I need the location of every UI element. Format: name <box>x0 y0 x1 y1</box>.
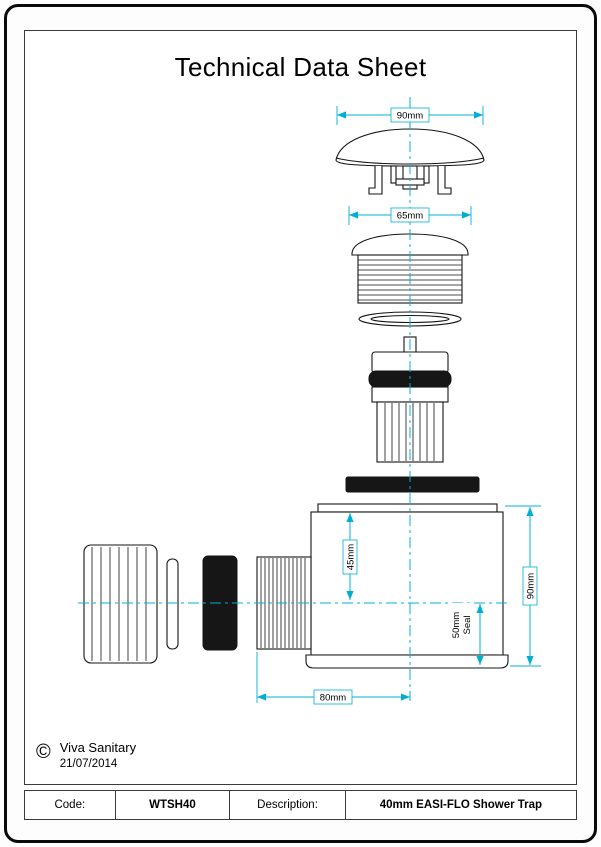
page-title: Technical Data Sheet <box>174 52 427 82</box>
trap-body <box>256 503 509 669</box>
dim-seal-depth: 50mm Seal <box>449 603 484 665</box>
dim-label-outlet-length: 80mm <box>320 693 346 704</box>
footer: © Viva Sanitary 21/07/2014 <box>36 740 136 770</box>
spec-description-value: 40mm EASI-FLO Shower Trap <box>379 799 543 811</box>
cap-fixing-legs <box>368 165 452 195</box>
dim-cap-width: 90mm <box>336 106 484 125</box>
page-outer-border <box>4 4 597 843</box>
dim-flange-width: 65mm <box>348 206 472 225</box>
dim-label-cap-width: 90mm <box>397 111 423 122</box>
compression-nut <box>83 544 158 664</box>
copyright-symbol: © <box>36 741 51 763</box>
spec-code-value: WTSH40 <box>116 791 231 819</box>
dim-body-height: 90mm <box>505 505 541 667</box>
outlet-flat-washer <box>166 558 179 650</box>
dim-label-body-height: 90mm <box>526 573 537 599</box>
spec-table: Code: WTSH40 Description: 40mm EASI-FLO … <box>24 790 577 820</box>
dim-label-flange-width: 65mm <box>397 211 423 222</box>
footer-text: Viva Sanitary 21/07/2014 <box>60 740 136 770</box>
company-name: Viva Sanitary <box>59 740 137 755</box>
spec-description-label: Description: <box>230 791 346 819</box>
dim-label-inlet-depth: 45mm <box>346 544 357 570</box>
body-seal <box>345 476 480 493</box>
dim-outlet-length: 80mm <box>256 652 410 705</box>
dim-label-seal-value: 50mm <box>451 612 462 638</box>
dim-inlet-depth: 45mm <box>342 513 358 600</box>
spec-code-label: Code: <box>25 791 116 819</box>
doc-date: 21/07/2014 <box>59 758 118 770</box>
dim-label-seal-word: Seal <box>462 615 473 634</box>
